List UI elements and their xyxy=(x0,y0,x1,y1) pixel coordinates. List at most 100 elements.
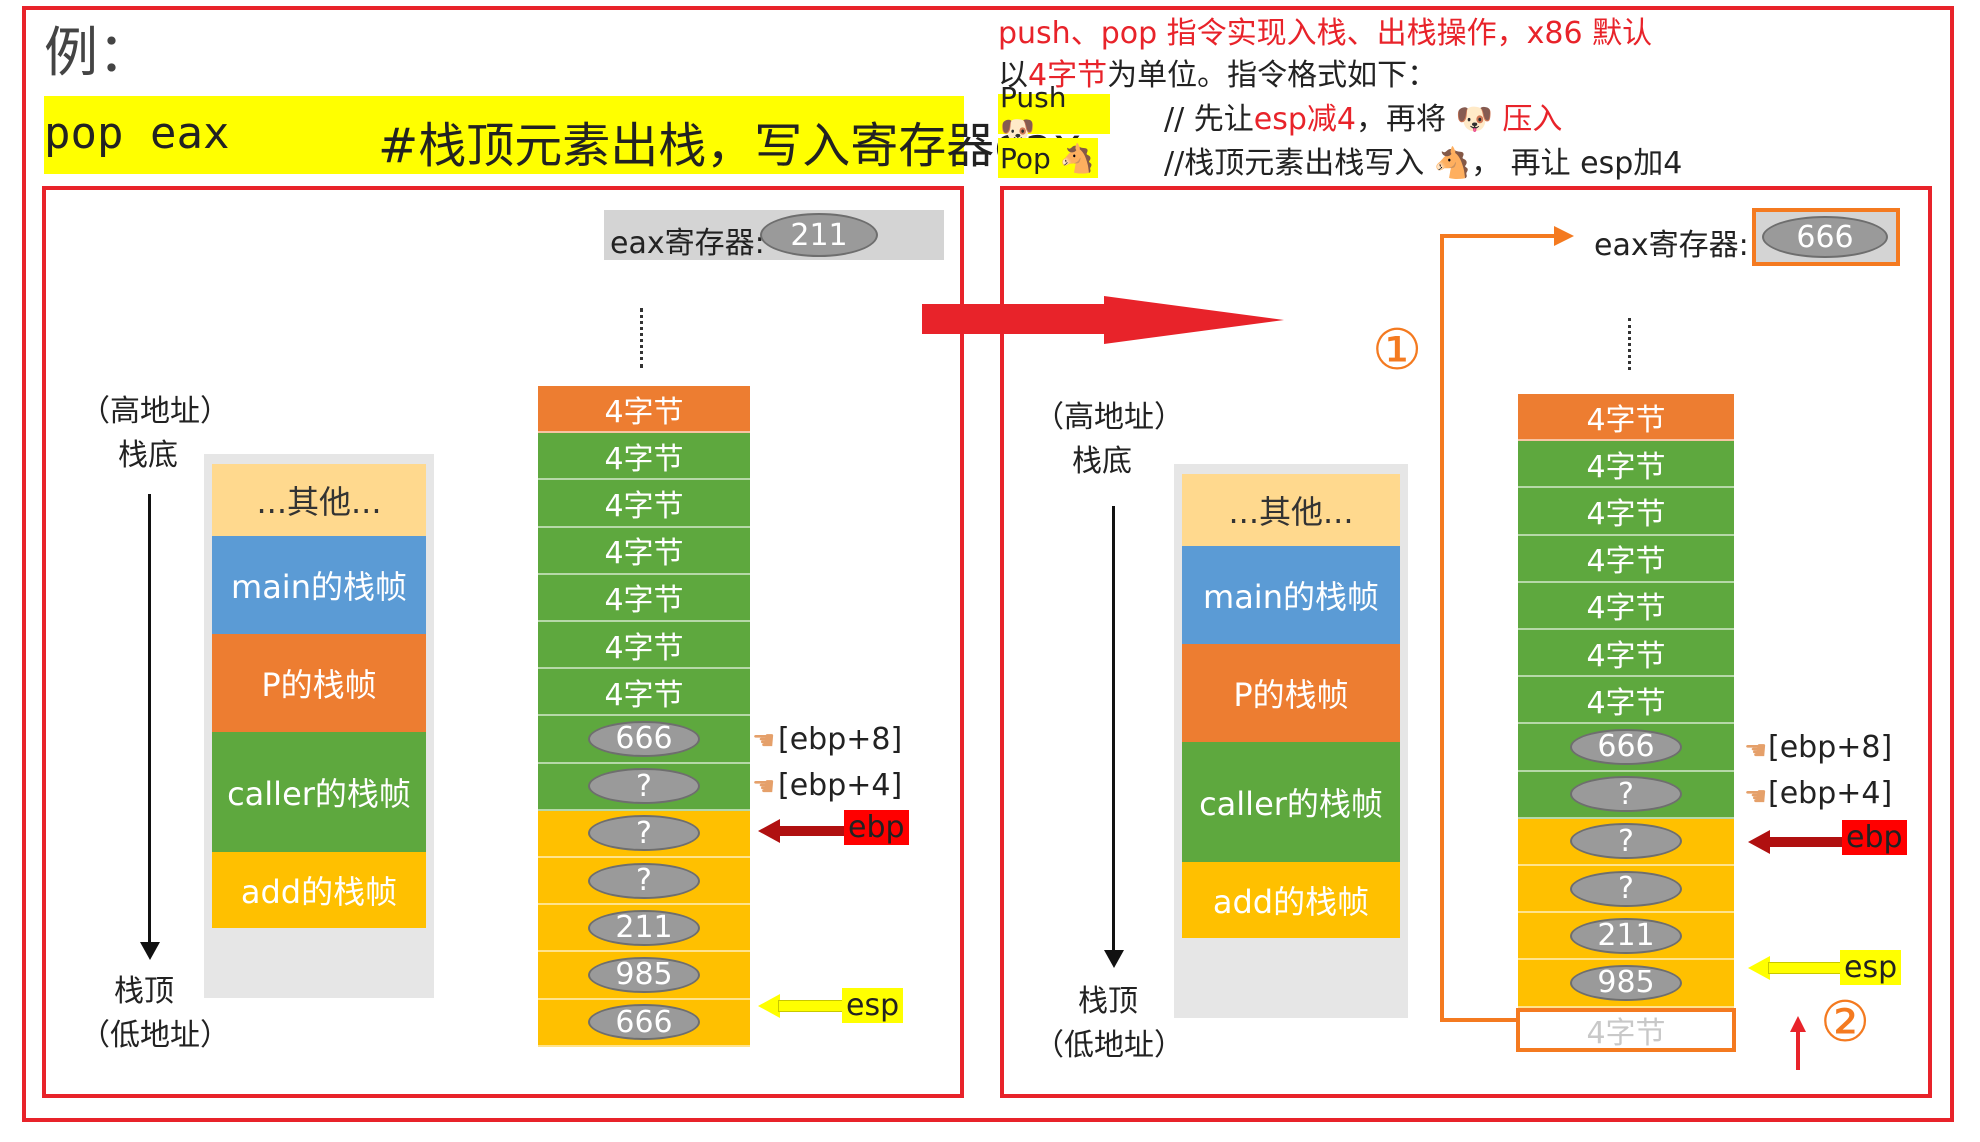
annot-up-arrowhead xyxy=(1790,1016,1806,1032)
right-stack-cell-oval: ? xyxy=(1570,823,1682,860)
left-ebp-tag: ebp xyxy=(844,810,909,845)
left-direction-line xyxy=(148,494,151,950)
right-stack-cell: 666 xyxy=(1518,724,1734,772)
note-line2: 以4字节为单位。指令格式如下： xyxy=(998,50,1437,94)
push-comment: // 先让esp减4，再将 🐶 压入 xyxy=(1164,94,1562,138)
left-stack-cell-oval: 211 xyxy=(588,909,700,946)
right-stack-cell-oval: 985 xyxy=(1570,964,1682,1001)
left-frame-other: ...其他... xyxy=(212,464,426,536)
left-stack-cell: 4字节 xyxy=(538,622,750,670)
left-stack-cell: 4字节 xyxy=(538,433,750,481)
left-frame-caller: caller的栈帧 xyxy=(212,732,426,852)
annot-arrowhead xyxy=(1554,226,1574,246)
right-stack-bottom: 栈底 xyxy=(1072,444,1132,479)
push-label: Push 🐶 xyxy=(998,81,1110,147)
right-stack-cell-oval: 211 xyxy=(1570,917,1682,954)
right-frame-caller: caller的栈帧 xyxy=(1182,742,1400,862)
right-stack-cell-oval: ? xyxy=(1570,776,1682,813)
instruction-code: pop eax xyxy=(44,108,230,159)
right-ebp8-label: [ebp+8] xyxy=(1768,730,1893,765)
left-continuation-dots xyxy=(640,308,643,368)
right-stack-cell-oval: 666 xyxy=(1570,728,1682,765)
left-stack-cell-oval: 985 xyxy=(588,956,700,993)
annot-up-arrow xyxy=(1796,1030,1800,1070)
right-esp-tag: esp xyxy=(1840,950,1902,985)
left-frame-add: add的栈帧 xyxy=(212,852,426,928)
left-stack-cell: ? xyxy=(538,810,750,858)
right-stack-cell: 211 xyxy=(1518,913,1734,961)
left-stack-cell: 4字节 xyxy=(538,574,750,622)
right-stack-cell: 4字节 xyxy=(1518,488,1734,536)
left-ebp8-hand-icon: ☚ xyxy=(752,726,776,756)
left-stack-cell: 666 xyxy=(538,999,750,1047)
transition-arrow-shaft xyxy=(922,304,1112,334)
right-stack-cell-label: 4字节 xyxy=(1586,544,1666,580)
right-stack-cell: 4字节 xyxy=(1518,441,1734,489)
annot-line-top xyxy=(1440,234,1558,238)
left-stack-cell-oval: 666 xyxy=(588,720,700,757)
right-stack-cell-label: 4字节 xyxy=(1586,496,1666,532)
right-low-addr: （低地址） xyxy=(1034,1028,1184,1063)
right-direction-line xyxy=(1112,506,1115,958)
right-frame-other: ...其他... xyxy=(1182,474,1400,546)
right-stack-cell-oval: ? xyxy=(1570,870,1682,907)
note-line1-text: push、pop 指令实现入栈、出栈操作，x86 默认 xyxy=(998,16,1653,51)
left-stack-cell-oval: ? xyxy=(588,862,700,899)
pop-comment: //栈顶元素出栈写入 🐴， 再让 esp加4 xyxy=(1164,146,1683,181)
right-stack-cell-label: 4字节 xyxy=(1586,402,1666,438)
left-stack-cell-oval: 666 xyxy=(588,1004,700,1041)
left-stack-cell-label: 4字节 xyxy=(604,630,684,666)
right-stack-cell: 4字节 xyxy=(1518,677,1734,725)
left-stack-cell: 666 xyxy=(538,716,750,764)
pop-label: Pop 🐴 xyxy=(998,138,1098,178)
right-stack-cell: 4字节 xyxy=(1518,630,1734,678)
left-stack-top: 栈顶 xyxy=(114,974,174,1009)
example-label: 例： xyxy=(44,21,152,84)
left-stack-cell: 4字节 xyxy=(538,386,750,434)
push-comment-hl2: 压入 xyxy=(1502,102,1563,137)
right-stack-cell: ? xyxy=(1518,866,1734,914)
right-ebp8-hand-icon: ☚ xyxy=(1744,736,1768,766)
right-ebp4-hand-icon: ☚ xyxy=(1744,782,1768,812)
right-ebp-tag: ebp xyxy=(1842,820,1907,855)
left-ebp-arrow xyxy=(778,826,864,836)
left-eax-value: 211 xyxy=(760,213,878,257)
left-stack-cell-label: 4字节 xyxy=(604,536,684,572)
left-eax-register: eax寄存器: 211 xyxy=(604,210,944,261)
right-frame-main: main的栈帧 xyxy=(1182,546,1400,644)
instruction-bar: pop eax #栈顶元素出栈，写入寄存器eax xyxy=(44,96,1082,174)
right-stack-cell: 4字节 xyxy=(1518,535,1734,583)
right-frame-add: add的栈帧 xyxy=(1182,862,1400,938)
note-line2-highlight: 4字节 xyxy=(1028,58,1108,93)
right-high-addr: （高地址） xyxy=(1034,400,1184,435)
left-stack-cell: 4字节 xyxy=(538,480,750,528)
left-stack-cell: ? xyxy=(538,763,750,811)
annot-line-bottom xyxy=(1440,1018,1520,1022)
left-ebp8-label: [ebp+8] xyxy=(778,722,903,757)
left-stack-cell: 4字节 xyxy=(538,527,750,575)
left-direction-arrowhead xyxy=(140,942,160,960)
push-comment-mid: ，再将 🐶 xyxy=(1355,102,1503,137)
left-ebp4-label: [ebp+4] xyxy=(778,768,903,803)
right-stack-cell-label: 4字节 xyxy=(1586,685,1666,721)
annot-step1: ① xyxy=(1372,318,1423,383)
right-eax-label: eax寄存器: xyxy=(1594,228,1749,263)
right-stack-cell: 4字节 xyxy=(1518,582,1734,630)
right-freed-cell-label: 4字节 xyxy=(1586,1015,1666,1051)
outer-border xyxy=(22,6,1954,1122)
left-stack-cell: 4字节 xyxy=(538,669,750,717)
left-ebp4-hand-icon: ☚ xyxy=(752,772,776,802)
push-comment-hl1: esp减4 xyxy=(1253,102,1356,137)
right-stack-cell-label: 4字节 xyxy=(1586,449,1666,485)
note-line2-suffix: 为单位。指令格式如下： xyxy=(1107,58,1438,93)
right-panel: eax寄存器: 666 ① ② （高地址） 栈底 栈顶 （低地址） ...其他.… xyxy=(1000,186,1932,1098)
left-stack-cell-oval: ? xyxy=(588,815,700,852)
left-stack-cell-label: 4字节 xyxy=(604,441,684,477)
left-stack-cell: 985 xyxy=(538,952,750,1000)
left-esp-tag: esp xyxy=(842,988,904,1023)
right-ebp-arrow xyxy=(1768,837,1854,847)
left-stack-cell-label: 4字节 xyxy=(604,677,684,713)
right-frame-p: P的栈帧 xyxy=(1182,644,1400,742)
